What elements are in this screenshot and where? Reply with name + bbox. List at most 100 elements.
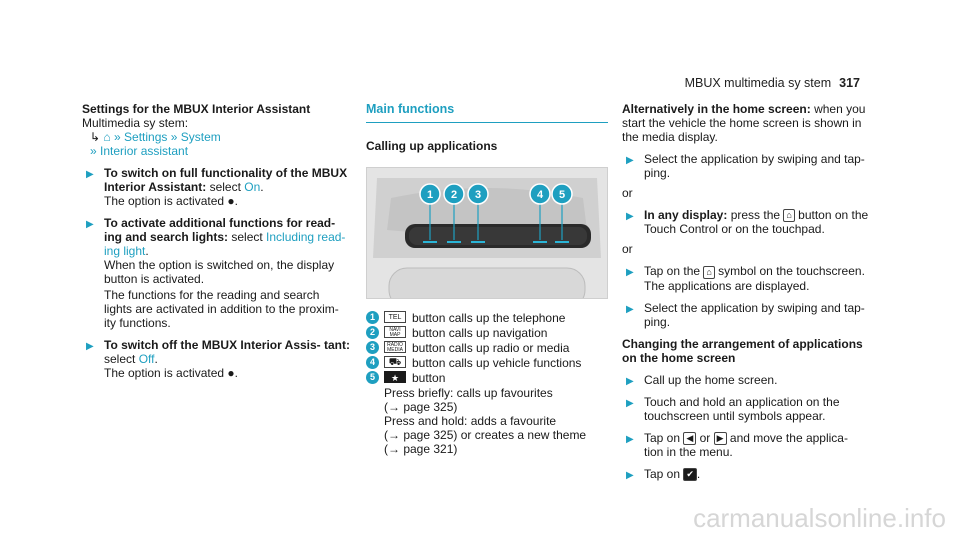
step-text: Tap on the (644, 264, 704, 279)
home-icon: ⌂ (103, 130, 111, 144)
home-intro: Alternatively in the home screen: when y… (622, 102, 870, 144)
option-off: Off (138, 352, 155, 366)
step-call-home: ▶ Call up the home screen. (622, 373, 870, 387)
tel-button-icon: TEL (384, 311, 406, 323)
header-title: MBUX multimedia sy stem (684, 76, 832, 90)
step-arrow-icon: ▶ (86, 169, 94, 180)
menu-path: ↳ ⌂ » Settings » System (90, 130, 350, 144)
arrangement-title: Changing the arrangement of applications… (622, 336, 863, 365)
step-arrow-icon: ▶ (86, 341, 94, 352)
step-arrow-icon: ▶ (626, 397, 634, 409)
legend-number: 2 (366, 326, 379, 339)
path-interior-assistant: Interior assistant (100, 144, 189, 158)
navi-map-button-icon: NAVI MAP (384, 326, 406, 338)
step-reading-lights: ▶ To activate additional functions for r… (82, 216, 350, 330)
page-number: 317 (839, 76, 860, 90)
legend-number: 5 (366, 371, 379, 384)
step-select-application-2: ▶ Select the application by swiping and … (622, 301, 870, 329)
step-move-application: ▶ Tap on ◀ or ▶ and move the applica- ti… (622, 431, 870, 459)
step1-end: . (260, 180, 264, 194)
svg-text:2: 2 (451, 189, 457, 201)
step-arrow-icon: ▶ (626, 433, 634, 445)
system-label: Multimedia sy stem: (82, 116, 189, 130)
button-legend: 1 TEL button calls up the telephone 2 NA… (366, 311, 608, 456)
fav-line-2: (→ page 325) (384, 400, 458, 414)
radio-media-button-icon: RADIO MEDIA (384, 341, 406, 353)
chevron-icon: » (114, 130, 121, 144)
svg-text:4: 4 (537, 189, 544, 201)
legend-text: button calls up navigation (412, 326, 548, 340)
legend-text: button calls up vehicle functions (412, 356, 582, 370)
step3-note: The option is activated ●. (104, 366, 238, 380)
step-switch-off: ▶ To switch off the MBUX Interior Assis-… (82, 338, 350, 380)
step2-rest: select (228, 230, 267, 244)
step3-end: . (154, 352, 158, 366)
step-text: symbol on the touchscreen. The applicati… (644, 264, 865, 293)
step-arrow-icon: ▶ (626, 375, 634, 387)
arrow-right-icon: ▶ (713, 431, 727, 445)
step-text: Tap on (644, 466, 684, 481)
callout-2: 2 (443, 183, 465, 205)
sub-title: Calling up applications (366, 139, 498, 153)
step-switch-on: ▶ To switch on full functionality of the… (82, 166, 350, 208)
step-arrow-icon: ▶ (626, 211, 634, 222)
arrow-left-icon: ◀ (683, 431, 697, 445)
step-touch-hold: ▶ Touch and hold an application on the t… (622, 395, 870, 423)
fav-line-1: Press briefly: calls up favourites (384, 386, 553, 400)
legend-text: button calls up radio or media (412, 341, 570, 355)
step-arrow-icon: ▶ (626, 469, 634, 481)
step-text: or (696, 430, 714, 445)
watermark: carmanualsonline.info (693, 503, 946, 533)
step2-note1: When the option is switched on, the disp… (104, 258, 335, 286)
legend-row-navigation: 2 NAVI MAP button calls up navigation (366, 326, 608, 340)
home-icon: ⌂ (783, 209, 795, 223)
legend-number: 4 (366, 356, 379, 369)
intro-bold: Alternatively in the home screen: (622, 102, 811, 116)
legend-row-telephone: 1 TEL button calls up the telephone (366, 311, 608, 325)
step-bold: In any display: (644, 208, 728, 222)
step-text: Call up the home screen. (644, 372, 778, 387)
step3-rest: select (104, 352, 139, 366)
step-arrow-icon: ▶ (626, 267, 634, 279)
option-on: On (244, 180, 261, 194)
step-text: Select the application by swiping and ta… (644, 152, 865, 180)
callout-1: 1 (419, 183, 441, 205)
chevron-icon: » (90, 144, 97, 158)
legend-number: 1 (366, 311, 379, 324)
column-settings: Settings for the MBUX Interior Assistant… (82, 102, 350, 380)
callout-3: 3 (467, 183, 489, 205)
menu-path-2: » Interior assistant (90, 144, 350, 158)
step2-note2: The functions for the reading and search… (104, 288, 339, 330)
step-confirm: ▶ Tap on ✔. (622, 466, 870, 482)
callout-5: 5 (551, 183, 573, 205)
path-arrow-icon: ↳ (90, 130, 101, 144)
column-main-functions: Main functions Calling up applications 1… (366, 102, 608, 456)
step1-note: The option is activated ●. (104, 194, 238, 208)
legend-row-favourites: 5 ★ button (366, 371, 608, 385)
favourites-description: Press briefly: calls up favourites (→ pa… (366, 386, 608, 456)
chevron-icon: » (170, 130, 178, 144)
svg-text:5: 5 (559, 189, 565, 201)
step-text: and move the applica- tion in the menu. (644, 430, 848, 459)
callout-4: 4 (529, 183, 551, 205)
option-including-reading-light: Including read- ing light (104, 230, 346, 258)
step2-end: . (145, 244, 149, 258)
path-system: System (180, 130, 221, 144)
legend-number: 3 (366, 341, 379, 354)
step2-bold: To activate additional functions for rea… (104, 216, 336, 244)
step-any-display: ▶ In any display: press the ⌂ button on … (622, 208, 870, 236)
column-home-screen: Alternatively in the home screen: when y… (622, 102, 870, 482)
step-select-application: ▶ Select the application by swiping and … (622, 152, 870, 180)
legend-text: button (412, 371, 446, 385)
check-icon: ✔ (683, 468, 697, 482)
path-settings: Settings (124, 130, 168, 144)
step-text: . (696, 466, 701, 481)
fav-line-3: Press and hold: adds a favourite (384, 414, 557, 428)
step1-rest: select (206, 180, 245, 194)
step-arrow-icon: ▶ (86, 219, 94, 230)
control-panel-photo: 1 2 3 4 5 (366, 167, 608, 299)
control-panel-illustration: 1 2 3 4 5 (367, 168, 607, 298)
fav-line-5: (→ page 321) (384, 442, 458, 456)
page-header: MBUX multimedia sy stem 317 (685, 76, 860, 90)
step-text: Tap on (644, 430, 684, 445)
